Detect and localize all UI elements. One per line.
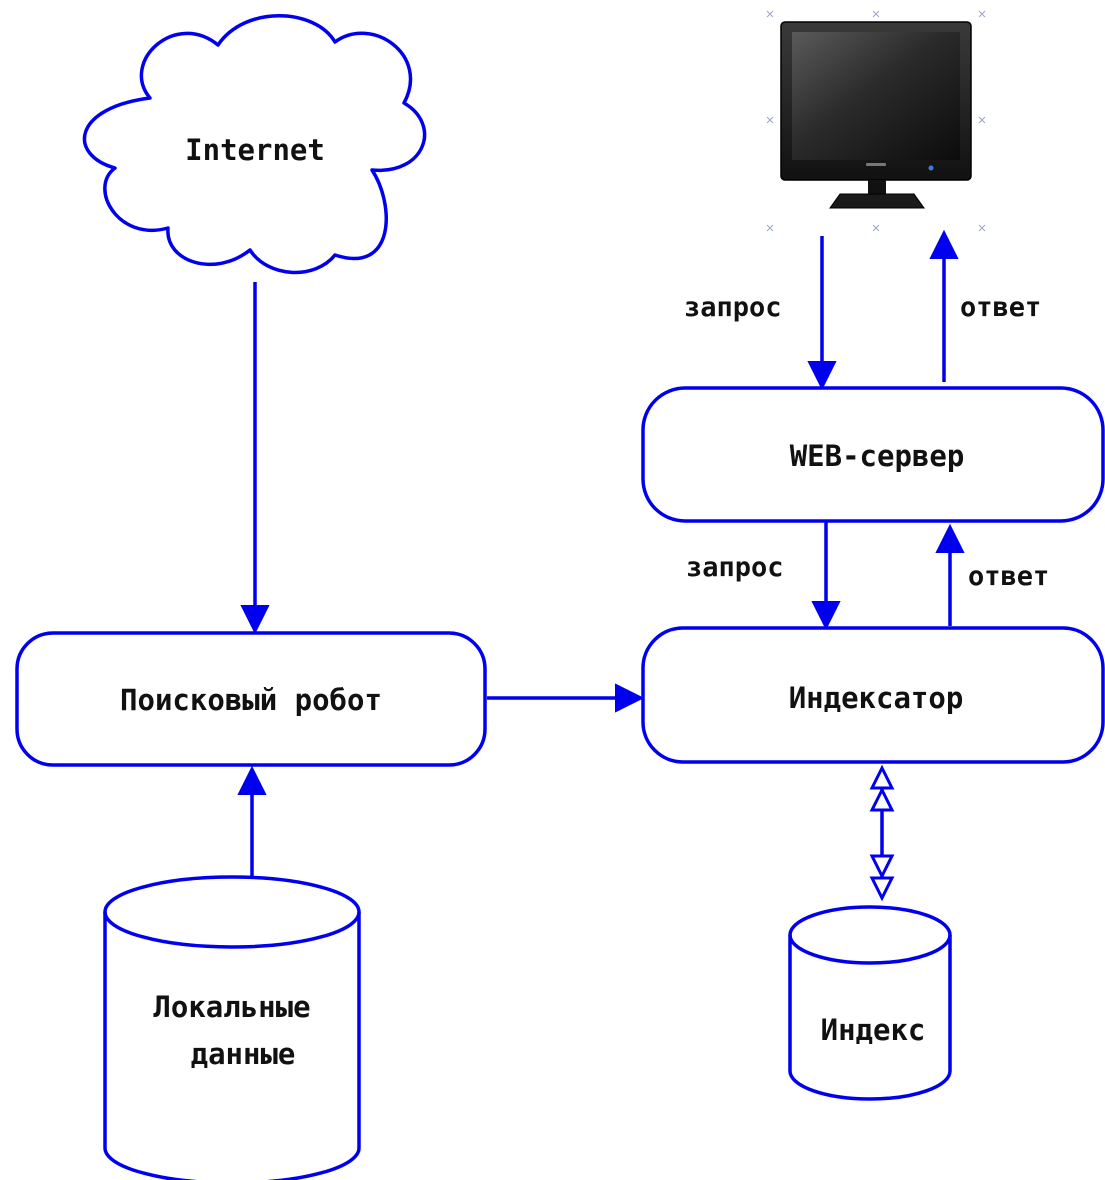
index-node: Индекс [788,905,952,1101]
edge-label-response-top: ответ [960,292,1041,323]
monitor-icon [780,21,972,209]
local-data-cylinder [103,875,361,1180]
indexer-label: Индексатор [789,681,964,715]
edge-crawler-to-indexer [487,683,645,713]
edge-web-server-to-indexer [811,522,841,631]
crawler-box [15,631,487,767]
local-data-label-line1: Локальные [153,990,310,1024]
edge-internet-to-crawler [240,282,270,635]
internet-label: Internet [185,133,325,167]
edge-label-request-top: запрос [684,292,782,323]
indexer-box [641,626,1105,764]
local-data-node: Локальные данные [103,875,361,1180]
web-server-label: WEB-сервер [790,439,965,473]
cloud-shape [82,14,427,275]
index-cylinder [788,905,952,1101]
edge-monitor-to-web-server [807,236,837,391]
local-data-label-line2: данные [191,1037,296,1071]
indexer-node: Индексатор [641,626,1105,764]
crawler-node: Поисковый робот [15,631,487,767]
index-label: Индекс [821,1013,926,1047]
edge-label-request-middle: запрос [686,552,784,583]
edge-label-response-middle: ответ [968,561,1049,592]
crawler-label: Поисковый робот [120,683,382,717]
edge-indexer-to-web-server [935,523,965,626]
web-server-box [641,386,1105,523]
edge-web-server-to-monitor [929,229,959,382]
edge-indexer-index-bidirectional [869,764,895,902]
edge-local-data-to-crawler [237,765,267,878]
internet-cloud-node: Internet [82,14,427,275]
web-server-node: WEB-сервер [641,386,1105,523]
selection-handles [766,10,986,232]
